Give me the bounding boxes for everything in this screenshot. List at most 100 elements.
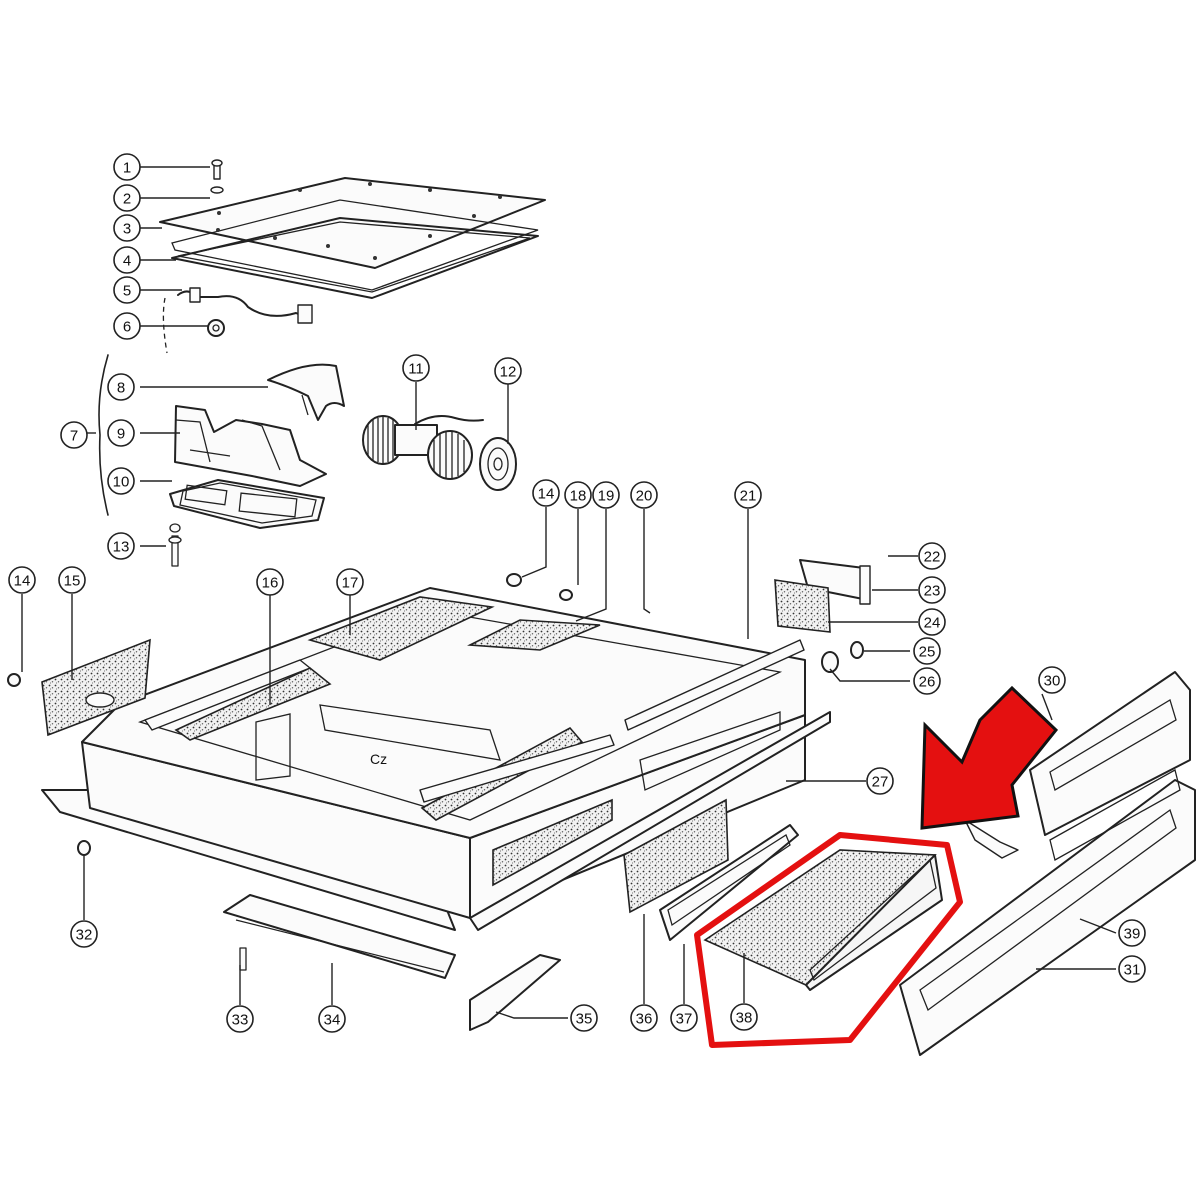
callout-1: 1 xyxy=(113,153,141,181)
callout-25: 25 xyxy=(913,637,941,665)
callout-number: 19 xyxy=(598,488,615,505)
callout-circle xyxy=(866,767,894,795)
callout-number: 20 xyxy=(636,488,653,505)
callout-31: 31 xyxy=(1118,955,1146,983)
leader-lines xyxy=(21,166,1117,1019)
callout-17: 17 xyxy=(336,568,364,596)
callout-23: 23 xyxy=(918,576,946,604)
callout-number: 26 xyxy=(919,674,936,691)
side-panels xyxy=(899,671,1196,1056)
callout-number: 34 xyxy=(324,1012,341,1029)
callout-number: 10 xyxy=(113,474,130,491)
callout-36: 36 xyxy=(630,1004,658,1032)
callout-number: 15 xyxy=(64,573,81,590)
bracket-and-pad xyxy=(774,559,871,633)
callout-14b: 14 xyxy=(8,566,36,594)
bottom-parts xyxy=(77,798,799,1031)
callout-circle xyxy=(913,667,941,695)
callout-number: 13 xyxy=(113,539,130,556)
callout-6: 6 xyxy=(113,312,141,340)
callout-number: 18 xyxy=(570,488,587,505)
callout-circle xyxy=(918,542,946,570)
callout-number: 8 xyxy=(117,380,125,397)
callout-39: 39 xyxy=(1118,919,1146,947)
callout-number: 11 xyxy=(408,361,424,378)
callout-15: 15 xyxy=(58,566,86,594)
callout-circle xyxy=(564,481,592,509)
callout-circle xyxy=(336,568,364,596)
callout-7: 7 xyxy=(60,421,88,449)
callout-35: 35 xyxy=(570,1004,598,1032)
callout-18: 18 xyxy=(564,481,592,509)
callout-32: 32 xyxy=(70,920,98,948)
callout-number: 24 xyxy=(924,615,941,632)
callout-number: 32 xyxy=(76,927,93,944)
side-cover-15 xyxy=(7,638,151,737)
callout-number: 12 xyxy=(500,364,517,381)
callout-circle xyxy=(113,184,141,212)
callout-number: 1 xyxy=(123,160,131,177)
callout-number: 31 xyxy=(1124,962,1141,979)
callout-number: 2 xyxy=(123,191,131,208)
callout-circle xyxy=(58,566,86,594)
callout-5: 5 xyxy=(113,276,141,304)
callout-circle xyxy=(113,153,141,181)
callout-4: 4 xyxy=(113,246,141,274)
callout-circle xyxy=(107,419,135,447)
callout-26: 26 xyxy=(913,667,941,695)
main-unit-housing: Cz xyxy=(41,573,864,931)
callout-circle xyxy=(730,1003,758,1031)
filter-cassette-38 xyxy=(703,849,943,991)
callout-21: 21 xyxy=(734,481,762,509)
callout-circle xyxy=(1038,666,1066,694)
callout-number: 35 xyxy=(576,1011,593,1028)
callout-circle xyxy=(532,479,560,507)
callout-number: 36 xyxy=(636,1011,653,1028)
callout-27: 27 xyxy=(866,767,894,795)
part-marking: Cz xyxy=(370,751,387,767)
callout-number: 25 xyxy=(919,644,936,661)
callout-number: 30 xyxy=(1044,673,1061,690)
blower-housing-assembly xyxy=(98,354,345,567)
callout-circle xyxy=(630,481,658,509)
callout-number: 9 xyxy=(117,426,125,443)
callout-24: 24 xyxy=(918,608,946,636)
callout-circle xyxy=(494,357,522,385)
callout-circle xyxy=(113,276,141,304)
callout-19: 19 xyxy=(592,481,620,509)
callout-circle xyxy=(113,246,141,274)
callout-13: 13 xyxy=(107,532,135,560)
callout-circle xyxy=(60,421,88,449)
pointer-arrow xyxy=(920,685,1059,830)
callout-number: 6 xyxy=(123,319,131,336)
callout-circle xyxy=(1118,919,1146,947)
callout-12: 12 xyxy=(494,357,522,385)
callout-circle xyxy=(8,566,36,594)
callout-circle xyxy=(630,1004,658,1032)
blower-motor xyxy=(362,415,517,491)
callout-circle xyxy=(226,1005,254,1033)
callout-number: 23 xyxy=(924,583,941,600)
callout-9: 9 xyxy=(107,419,135,447)
callout-14a: 14 xyxy=(532,479,560,507)
callout-number: 7 xyxy=(70,428,78,445)
callout-number: 21 xyxy=(740,488,757,505)
callout-number: 17 xyxy=(342,575,359,592)
callout-circle xyxy=(318,1005,346,1033)
callout-16: 16 xyxy=(256,568,284,596)
callout-22: 22 xyxy=(918,542,946,570)
callout-number: 14 xyxy=(538,486,555,503)
callout-number: 16 xyxy=(262,575,279,592)
callout-number: 14 xyxy=(14,573,31,590)
callout-circle xyxy=(1118,955,1146,983)
callout-circle xyxy=(107,373,135,401)
top-cover-assembly xyxy=(159,159,546,354)
callout-30: 30 xyxy=(1038,666,1066,694)
highlight-frame xyxy=(694,832,963,1048)
callout-number: 4 xyxy=(123,253,131,270)
callout-number: 5 xyxy=(123,283,131,300)
callout-circle xyxy=(70,920,98,948)
callout-circle xyxy=(913,637,941,665)
